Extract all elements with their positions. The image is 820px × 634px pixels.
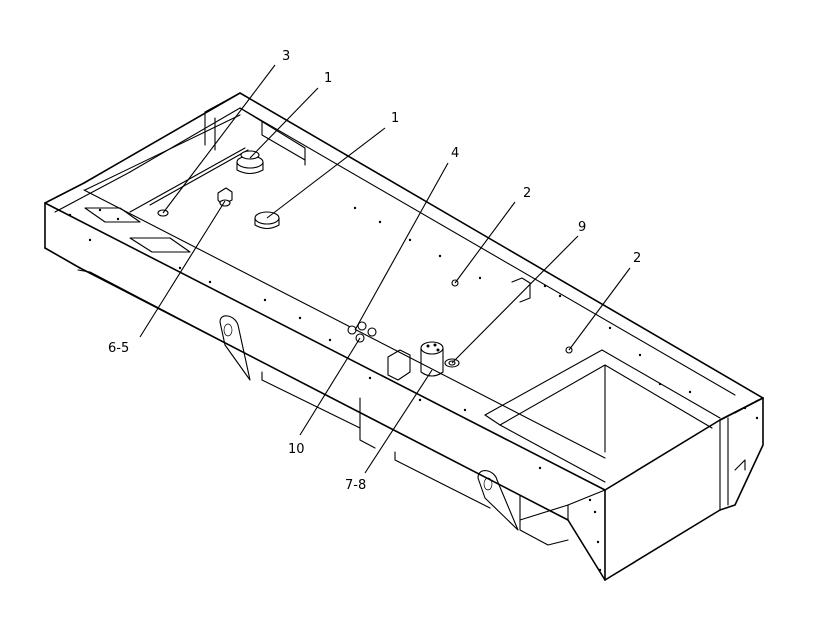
callout-9: 9 (578, 220, 586, 235)
callout-6-5: 6-5 (108, 341, 129, 356)
filter-7-8 (420, 341, 444, 377)
fitting-cluster-4 (347, 321, 377, 343)
rivet-dots (68, 206, 759, 572)
callout-1: 1 (391, 111, 399, 126)
callout-2: 2 (523, 186, 531, 201)
leader-lines (139, 64, 631, 474)
callout-2: 2 (633, 251, 641, 266)
mount-1-lower (254, 211, 280, 230)
frame-body (44, 92, 764, 581)
callout-7-8: 7-8 (345, 478, 366, 493)
callout-4: 4 (451, 146, 459, 161)
callout-1: 1 (324, 71, 332, 86)
mount-1-upper (236, 150, 264, 175)
callout-3: 3 (282, 49, 290, 64)
callout-labels: 3 1 1 4 2 9 2 6-5 10 7-8 (108, 49, 641, 493)
fitting-6-5 (217, 187, 233, 207)
callout-10: 10 (288, 442, 305, 457)
